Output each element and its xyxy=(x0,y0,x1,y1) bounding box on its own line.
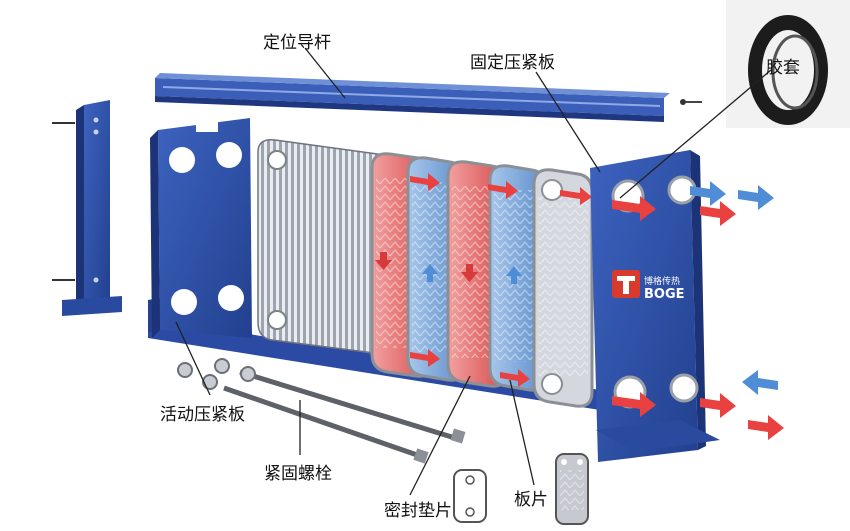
label-tie-bolt: 紧固螺栓 xyxy=(264,464,332,484)
gasket-ring-inset xyxy=(726,0,850,128)
tie-bolts xyxy=(177,358,466,464)
plate-icon xyxy=(555,453,589,525)
label-movable-plate: 活动压紧板 xyxy=(160,405,245,425)
plate-pack xyxy=(257,139,399,355)
fixed-pressure-plate xyxy=(590,150,720,462)
label-plate: 板片 xyxy=(514,490,548,510)
brand-name-en: BOGE xyxy=(644,287,685,302)
movable-pressure-plate xyxy=(150,118,252,338)
label-fixed-plate: 固定压紧板 xyxy=(470,53,555,73)
leader-lines xyxy=(175,47,772,496)
port-flow-arrows xyxy=(612,181,784,440)
label-guide-rod: 定位导杆 xyxy=(263,33,331,53)
boge-logo: 博格传热 BOGE xyxy=(612,270,685,302)
support-column xyxy=(52,100,122,316)
plate-steel xyxy=(532,168,594,408)
hot-flow-arrows xyxy=(410,173,592,387)
seal-gasket-icon xyxy=(453,469,487,523)
brand-name-cn: 博格传热 xyxy=(644,275,680,287)
label-gasket-ring: 胶套 xyxy=(766,58,800,78)
label-seal-gasket: 密封垫片 xyxy=(384,501,452,521)
guide-rod xyxy=(155,73,702,122)
